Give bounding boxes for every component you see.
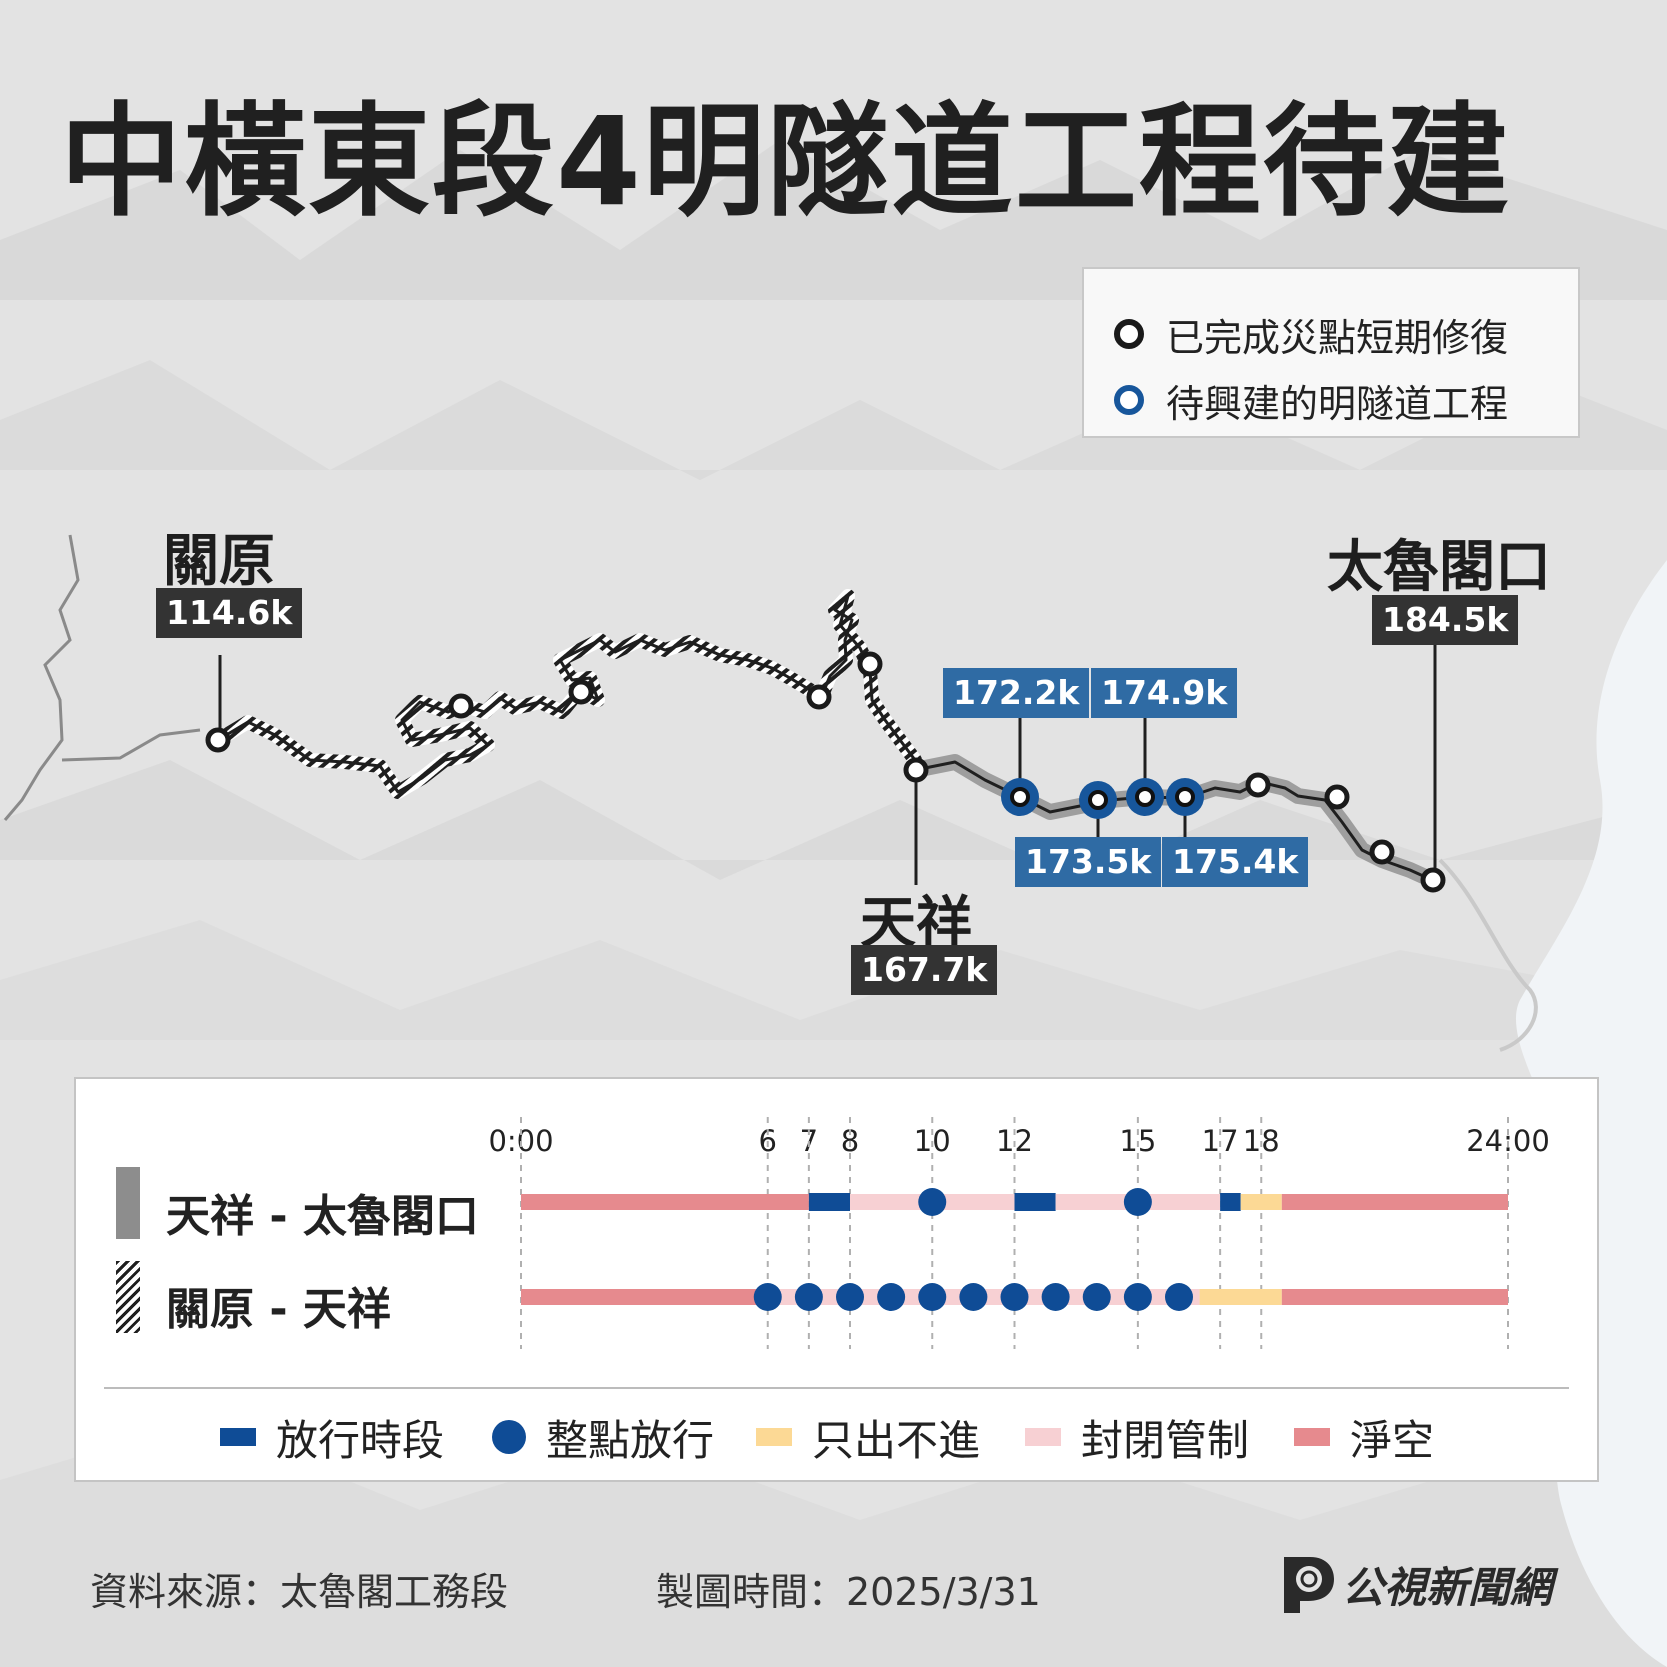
legend-label: 已完成災點短期修復 — [1166, 315, 1509, 360]
hourly-release-dot — [959, 1283, 988, 1311]
schedule-segment — [521, 1289, 768, 1305]
legend-dot — [492, 1420, 526, 1454]
map-legend: 已完成災點短期修復 待興建的明隧道工程 — [1082, 267, 1580, 438]
legend-swatch — [756, 1428, 792, 1446]
chart-date: 製圖時間：2025/3/31 — [656, 1570, 1041, 1614]
schedule-segment — [1199, 1289, 1282, 1305]
km-label-tunnel: 175.4k — [1162, 837, 1309, 887]
legend-item-tunnel: 待興建的明隧道工程 — [1114, 375, 1509, 426]
completed-marker — [1245, 772, 1271, 798]
km-label-tunnel: 173.5k — [1015, 837, 1162, 887]
route-name-guanyuan-tianxiang: 關原 - 天祥 — [166, 1284, 391, 1335]
completed-marker — [205, 727, 231, 753]
hourly-release-dot — [753, 1283, 782, 1311]
legend-item-completed: 已完成災點短期修復 — [1114, 309, 1509, 360]
completed-markers — [205, 651, 1446, 893]
county-boundary-branch — [61, 728, 201, 762]
completed-marker — [1420, 867, 1446, 893]
schedule-segment — [521, 1194, 809, 1210]
place-guanyuan: 關原 — [163, 529, 275, 594]
schedule-segment — [1240, 1194, 1282, 1210]
terrain-ridges — [0, 140, 1667, 1667]
schedule-segment — [808, 1193, 850, 1211]
km-label-tunnel: 174.9k — [1091, 668, 1238, 718]
road-guanyuan-tianxiang — [217, 594, 917, 794]
place-taroko: 太魯閣口 — [1327, 535, 1551, 600]
schedule-segment — [1281, 1194, 1508, 1210]
legend-exit-only: 只出不進 — [756, 1409, 980, 1465]
hourly-release-dot — [836, 1283, 864, 1311]
schedule-timeline — [520, 1117, 1509, 1349]
hourly-release-dot — [1041, 1283, 1070, 1311]
hatched-route-swatch — [116, 1261, 140, 1333]
km-label-taroko: 184.5k — [1372, 595, 1519, 645]
schedule-segment — [1014, 1193, 1056, 1211]
legend-swatch — [1294, 1428, 1330, 1446]
page-title: 中橫東段4明隧道工程待建 — [60, 91, 1511, 233]
brand-name: 公視新聞網 — [1342, 1562, 1553, 1612]
legend-release-period: 放行時段 — [220, 1409, 444, 1465]
blue-ring-icon — [1114, 385, 1144, 415]
legend-label: 整點放行 — [546, 1415, 715, 1465]
completed-marker — [806, 684, 832, 710]
completed-marker — [1324, 784, 1350, 810]
completed-marker — [568, 679, 594, 705]
legend-label: 放行時段 — [276, 1415, 445, 1465]
schedule-segment — [1220, 1193, 1241, 1211]
km-label-guanyuan: 114.6k — [156, 588, 303, 638]
brand-logo: 公視新聞網 — [1278, 1549, 1552, 1619]
legend-clearance: 淨空 — [1294, 1409, 1434, 1465]
hourly-release-dot — [877, 1283, 906, 1311]
legend-label: 待興建的明隧道工程 — [1166, 381, 1509, 426]
km-label-tianxiang: 167.7k — [851, 945, 998, 995]
black-ring-icon — [1114, 319, 1144, 349]
legend-label: 只出不進 — [812, 1415, 981, 1465]
legend-hourly-release: 整點放行 — [492, 1409, 714, 1465]
tunnel-markers — [1001, 778, 1204, 819]
hourly-release-dot — [918, 1283, 947, 1311]
completed-marker — [448, 693, 474, 719]
river-mouth — [1438, 858, 1538, 1052]
completed-marker — [857, 651, 883, 677]
legend-closed: 封閉管制 — [1025, 1409, 1249, 1465]
legend-label: 淨空 — [1350, 1415, 1435, 1465]
pts-logo-icon — [1284, 1557, 1334, 1613]
legend-divider — [104, 1387, 1569, 1389]
hourly-release-dot — [1165, 1283, 1193, 1311]
legend-label: 封閉管制 — [1081, 1415, 1250, 1465]
legend-swatch — [220, 1428, 256, 1446]
schedule-segment — [1281, 1289, 1508, 1305]
hourly-release-dot — [1123, 1283, 1152, 1311]
hourly-release-dot — [918, 1188, 947, 1216]
source-note: 資料來源：太魯閣工務段 — [90, 1570, 509, 1614]
hourly-release-dot — [1000, 1283, 1029, 1311]
hourly-release-dot — [1082, 1283, 1111, 1311]
legend-swatch — [1025, 1428, 1061, 1446]
completed-marker — [1369, 839, 1395, 865]
hourly-release-dot — [1123, 1188, 1152, 1216]
route-name-tianxiang-taroko: 天祥 - 太魯閣口 — [166, 1191, 479, 1242]
hourly-release-dot — [794, 1283, 823, 1311]
km-label-tunnel: 172.2k — [943, 668, 1090, 718]
solid-route-swatch — [116, 1167, 140, 1239]
county-boundary — [3, 534, 80, 821]
completed-marker — [903, 757, 929, 783]
